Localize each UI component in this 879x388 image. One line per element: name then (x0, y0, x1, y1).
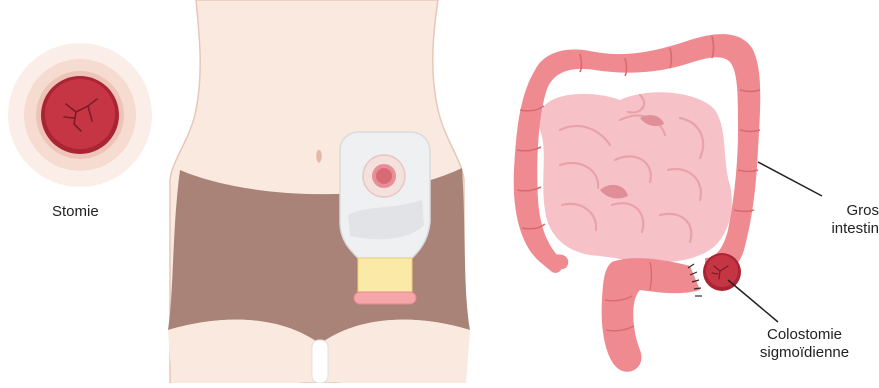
large-intestine-label: Gros intestin (790, 202, 879, 238)
colostomy-label: Colostomie sigmoïdienne (730, 326, 879, 362)
large-intestine-label-line1: Gros (790, 202, 879, 220)
intestines (514, 34, 761, 372)
large-intestine-label-line2: intestin (790, 220, 879, 238)
colostomy-label-line2: sigmoïdienne (730, 344, 879, 362)
stoma-label: Stomie (52, 203, 99, 221)
colostomy-label-line1: Colostomie (730, 326, 879, 344)
stoma-closeup (8, 43, 152, 187)
